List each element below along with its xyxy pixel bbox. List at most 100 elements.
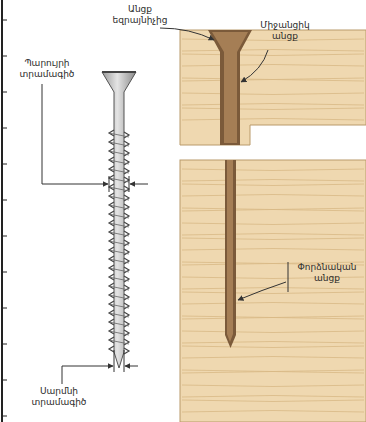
grain-line — [182, 346, 364, 348]
leader-line — [62, 366, 100, 367]
thread-crest — [109, 295, 129, 299]
thread-crest — [109, 250, 129, 254]
grain-line — [182, 223, 364, 225]
edge-ticks — [2, 20, 7, 416]
grain-line — [182, 104, 364, 106]
edge-tick — [2, 92, 7, 93]
thread-crest — [109, 268, 129, 272]
thread-crest — [109, 286, 129, 290]
edge-tick — [2, 272, 7, 273]
hole-shade — [212, 32, 248, 143]
thread-crest — [109, 232, 129, 236]
edge-tick — [2, 344, 7, 345]
leader-tick — [288, 262, 289, 292]
edge-tick — [2, 164, 7, 165]
edge-tick — [2, 56, 7, 57]
dim-arrow — [125, 366, 138, 367]
grain-line — [182, 288, 364, 290]
thread-stroke — [109, 130, 129, 355]
label: Անցք եզրայնիչից — [100, 4, 180, 26]
thread-crest — [109, 214, 129, 218]
dim-line — [129, 176, 130, 192]
dim-arrow — [90, 184, 108, 185]
leader-arrow — [160, 28, 214, 40]
leader-line — [42, 184, 90, 185]
thread-crest — [109, 277, 129, 281]
thread-crest — [109, 331, 129, 335]
grain-line — [182, 385, 364, 387]
label: Սարմնի տրամագիծ — [22, 386, 96, 408]
leader-arrow — [238, 282, 286, 300]
leader-line — [42, 84, 43, 184]
wood-grain — [182, 169, 364, 412]
thread-crest — [109, 304, 129, 308]
grain-line — [182, 108, 364, 110]
screw-head-top — [102, 71, 136, 73]
dim-arrow — [100, 366, 113, 367]
upper-board — [180, 30, 366, 145]
thread-crest — [109, 178, 129, 182]
dim-line — [109, 176, 110, 192]
dim-line — [114, 350, 115, 372]
leader-arrow — [241, 50, 268, 82]
edge-tick — [2, 416, 7, 417]
thread-crest — [109, 151, 129, 155]
grain-line — [182, 195, 364, 197]
edge-rule — [1, 0, 3, 422]
edge-tick — [2, 20, 7, 21]
edge-tick — [2, 200, 7, 201]
screw-threads — [109, 130, 129, 355]
dim-line — [124, 350, 125, 372]
grain-line — [182, 54, 364, 56]
grain-line — [182, 65, 364, 67]
grain-line — [182, 93, 364, 95]
grain-line — [182, 292, 364, 294]
edge-tick — [2, 308, 7, 309]
grain-line — [182, 357, 364, 359]
thread-crest — [109, 133, 129, 137]
pilot-hole — [225, 160, 236, 348]
leader-line — [62, 366, 63, 384]
grain-line — [182, 342, 364, 344]
thread-crest — [109, 205, 129, 209]
thread-crest — [109, 142, 129, 146]
grain-line — [182, 119, 364, 121]
thread-crest — [109, 322, 129, 326]
grain-line — [182, 210, 364, 212]
grain-line — [182, 303, 364, 305]
grain-line — [182, 169, 364, 171]
dim-arrow — [130, 184, 148, 185]
screw — [102, 72, 136, 368]
grain-line — [182, 249, 364, 251]
thread-crest — [109, 313, 129, 317]
thread-crest — [109, 259, 129, 263]
grain-line — [182, 396, 364, 398]
grain-line — [182, 238, 364, 240]
grain-line — [182, 184, 364, 186]
label: Փորձնական անցք — [292, 262, 362, 284]
label: Միջանցիկ անցք — [250, 20, 320, 42]
grain-line — [182, 80, 364, 82]
thread-crest — [109, 223, 129, 227]
grain-line — [182, 50, 364, 52]
grain-line — [182, 318, 364, 320]
thread-crest — [109, 196, 129, 200]
label: Պարույրի տրամագիծ — [10, 58, 84, 80]
grain-line — [182, 180, 364, 182]
thread-crest — [109, 241, 129, 245]
thread-crest — [109, 160, 129, 164]
edge-tick — [2, 128, 7, 129]
lower-board — [180, 160, 366, 422]
edge-tick — [2, 380, 7, 381]
thread-crest — [109, 340, 129, 344]
grain-line — [182, 331, 364, 333]
hole-shade — [227, 160, 233, 342]
thread-crest — [109, 187, 129, 191]
clearance-hole — [208, 30, 252, 145]
grain-line — [182, 411, 364, 413]
wood-grain — [182, 39, 364, 120]
thread-crest — [109, 169, 129, 173]
grain-line — [182, 372, 364, 374]
grain-line — [182, 400, 364, 402]
edge-tick — [2, 236, 7, 237]
